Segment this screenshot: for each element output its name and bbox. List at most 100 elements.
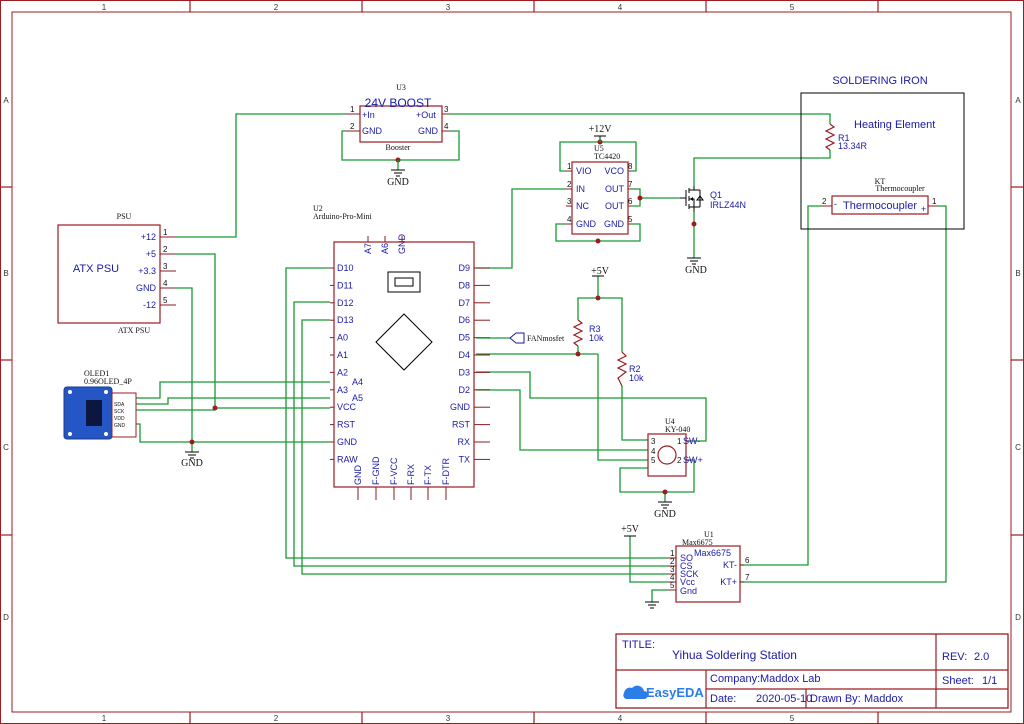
wires	[136, 113, 947, 602]
arduino-pro-mini[interactable]: U2 Arduino-Pro-Mini D10D11D12D13A0A1A2A3…	[313, 204, 490, 500]
row-label-d: D	[3, 613, 9, 622]
svg-text:SW+: SW+	[683, 455, 703, 465]
easyeda-logo: EasyEDA	[623, 685, 704, 700]
soldering-iron-block[interactable]: SOLDERING IRON R1 13.34R Heating Element…	[800, 75, 965, 230]
tc4420-driver[interactable]: U5 TC4420 VIO IN NC GND VCO OUT OUT GND …	[566, 144, 633, 235]
svg-text:13.34R: 13.34R	[838, 141, 868, 151]
svg-text:Max6675: Max6675	[682, 538, 713, 547]
svg-text:2: 2	[677, 456, 682, 465]
r2-resistor[interactable]: R2 10k	[616, 351, 644, 387]
row-label-b: B	[3, 269, 8, 278]
u2-ref: U2	[313, 204, 323, 213]
row-label-a: A	[3, 96, 9, 105]
svg-text:VCO: VCO	[604, 166, 624, 176]
svg-text:VDD: VDD	[114, 416, 125, 422]
svg-text:R3: R3	[589, 324, 601, 334]
svg-text:3: 3	[163, 262, 168, 271]
svg-text:5: 5	[628, 215, 633, 224]
row-label-a-r: A	[1015, 96, 1021, 105]
oled-value: 0.96OLED_4P	[84, 377, 132, 386]
u2-pin-left: D13	[337, 315, 354, 325]
svg-text:1: 1	[932, 197, 937, 206]
col-label-4: 4	[618, 3, 623, 12]
svg-text:SO: SO	[680, 553, 693, 563]
svg-text:KT+: KT+	[720, 577, 737, 587]
col-label-2b: 2	[274, 714, 279, 723]
svg-text:GND: GND	[136, 283, 157, 293]
oled-ref: OLED1	[84, 369, 109, 378]
r3-resistor[interactable]: R3 10k	[572, 319, 604, 347]
company-text: Maddox Lab	[760, 673, 821, 685]
u2-pin-right: GND	[450, 402, 471, 412]
svg-text:VIO: VIO	[576, 166, 592, 176]
q1-mosfet[interactable]: Q1 IRLZ44N	[680, 186, 746, 212]
svg-text:4: 4	[651, 447, 656, 456]
svg-text:Drawn By:: Drawn By:	[810, 693, 861, 705]
u2-pin-right: RST	[452, 420, 471, 430]
u3-pin-out: +Out	[416, 110, 436, 120]
gnd-symbol-max	[645, 601, 659, 609]
oled-net-a5: A5	[352, 393, 363, 403]
svg-text:+5: +5	[146, 249, 156, 259]
date-text: 2020-05-10	[756, 693, 812, 705]
svg-text:IRLZ44N: IRLZ44N	[710, 200, 746, 210]
svg-text:+5V: +5V	[591, 266, 610, 277]
u2-pin-bottom: F-RX	[406, 464, 416, 485]
svg-text:EasyEDA: EasyEDA	[646, 685, 704, 700]
power-5v-symbol-max: +5V	[621, 524, 640, 537]
svg-text:SCK: SCK	[680, 569, 699, 579]
svg-text:4: 4	[163, 279, 168, 288]
border-labels: 1 2 3 4 5 1 2 3 4 5 A B C D A B C D	[3, 3, 1021, 723]
u2-pin-bottom: F-DTR	[441, 458, 451, 485]
u2-pin-right: D6	[458, 315, 470, 325]
svg-text:SW-: SW-	[683, 436, 700, 446]
u2-pin-top: A6	[380, 243, 390, 254]
u2-pin-left: A2	[337, 367, 348, 377]
col-label-3: 3	[446, 3, 451, 12]
svg-text:Sheet:: Sheet:	[942, 675, 974, 687]
u3-num-2: 2	[350, 122, 355, 131]
svg-text:Thermocoupler: Thermocoupler	[875, 184, 925, 193]
oled-display[interactable]: OLED1 0.96OLED_4P SDA SCK VDD GND A4 A5	[63, 369, 363, 440]
title-text: Yihua Soldering Station	[672, 648, 797, 662]
u3-pin-in: +In	[362, 110, 375, 120]
fanmosfet-net-flag: FANmosfet	[476, 332, 565, 344]
u3-boost-module[interactable]: U3 24V BOOST +In GND +Out GND 1 2 3 4 Bo…	[346, 83, 450, 152]
svg-text:7: 7	[628, 180, 633, 189]
oled-net-a4: A4	[352, 377, 363, 387]
svg-text:OUT: OUT	[605, 184, 625, 194]
svg-text:OUT: OUT	[605, 201, 625, 211]
svg-text:GND: GND	[654, 509, 676, 520]
u3-ref: U3	[396, 83, 406, 92]
svg-text:3: 3	[651, 437, 656, 446]
svg-text:2: 2	[163, 245, 168, 254]
u2-pin-right: D4	[458, 350, 470, 360]
u3-num-3: 3	[444, 105, 449, 114]
svg-text:R1: R1	[838, 133, 850, 143]
u2-pin-bottom: F-GND	[371, 456, 381, 485]
u2-pin-left: D10	[337, 263, 354, 273]
col-label-4b: 4	[618, 714, 623, 723]
u2-pin-left: A0	[337, 333, 348, 343]
u3-name: 24V BOOST	[365, 96, 432, 110]
u2-pin-left: RAW	[337, 454, 358, 464]
svg-text:Gnd: Gnd	[680, 586, 697, 596]
svg-text:7: 7	[745, 573, 750, 582]
svg-text:+3.3: +3.3	[138, 266, 156, 276]
psu-ref: PSU	[117, 212, 132, 221]
row-label-b-r: B	[1015, 269, 1020, 278]
atx-psu[interactable]: PSU ATX PSU ATX PSU +12 +5 +3.3 GND -12 …	[57, 212, 176, 335]
u2-pin-right: D3	[458, 367, 470, 377]
svg-text:SDA: SDA	[114, 402, 125, 408]
u2-pin-left: D11	[337, 280, 353, 290]
svg-text:U4: U4	[665, 417, 675, 426]
svg-text:GND: GND	[114, 423, 126, 429]
svg-text:U1: U1	[704, 530, 714, 539]
u2-pin-left: A3	[337, 385, 348, 395]
u3-num-4: 4	[444, 122, 449, 131]
ky040-encoder[interactable]: U4 KY-040 SW- SW+ 3 4 5 1 2	[647, 417, 703, 477]
u2-pin-left: GND	[337, 437, 358, 447]
max6675-module[interactable]: U1 Max6675 Max6675 SO CS SCK Vcc Gnd 1 2…	[668, 530, 750, 603]
psu-value: ATX PSU	[118, 326, 150, 335]
